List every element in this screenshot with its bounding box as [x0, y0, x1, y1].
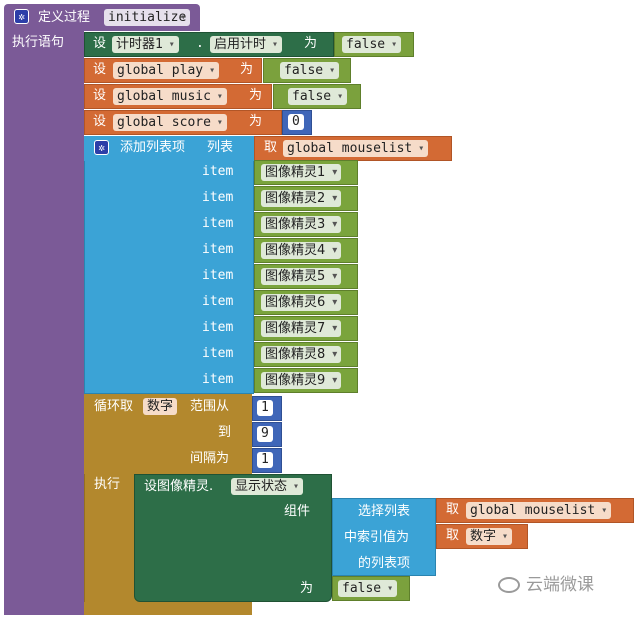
- mutator-gear-icon[interactable]: ✲: [14, 9, 29, 24]
- global-mouselist-dropdown[interactable]: global mouselist: [466, 502, 612, 519]
- loop-label: 循环取: [94, 399, 134, 414]
- item-rows: item 图像精灵1 item 图像精灵2 item 图像精灵3 item 图像精灵4 item…: [84, 160, 364, 394]
- watermark-text: 云端微课: [526, 575, 594, 595]
- global-mouselist-dropdown[interactable]: global mouselist: [283, 140, 429, 157]
- get-word: 取: [446, 528, 460, 543]
- set-sprite-label: 设图像精灵.: [144, 479, 214, 494]
- false-dropdown[interactable]: false: [342, 36, 402, 53]
- procedure-body-spine: [4, 30, 84, 615]
- set-word: 设: [93, 88, 107, 103]
- select-list-item-block[interactable]: [332, 498, 436, 576]
- item-label: item: [202, 164, 234, 179]
- get-word: 取: [264, 140, 278, 155]
- global-var-dropdown[interactable]: global play: [113, 62, 220, 79]
- to-word: 为: [249, 114, 263, 129]
- set-word: 设: [93, 114, 107, 129]
- item-label: item: [202, 216, 234, 231]
- add-items-label: 添加列表项: [120, 140, 186, 155]
- sprite-component-dropdown[interactable]: 图像精灵7: [261, 320, 342, 337]
- sprite-component-dropdown[interactable]: 图像精灵2: [261, 190, 342, 207]
- component-label: 组件: [284, 504, 311, 519]
- item-label: item: [202, 294, 234, 309]
- false-dropdown[interactable]: false: [280, 62, 340, 79]
- sprite-component-dropdown[interactable]: 图像精灵8: [261, 346, 342, 363]
- sprite-property-dropdown[interactable]: 显示状态: [231, 478, 304, 495]
- define-procedure-label: 定义过程: [38, 10, 91, 25]
- mutator-gear-icon[interactable]: ✲: [94, 140, 109, 155]
- number-value[interactable]: 0: [288, 114, 304, 130]
- loop-from-value[interactable]: 1: [257, 400, 273, 416]
- set-sprite-visible-block[interactable]: [134, 474, 332, 602]
- false-dropdown[interactable]: false: [288, 88, 348, 105]
- global-var-dropdown[interactable]: global score: [113, 114, 227, 131]
- step-label: 间隔为: [190, 451, 230, 466]
- item-label: item: [202, 190, 234, 205]
- item-label: item: [202, 372, 234, 387]
- item-label: item: [202, 320, 234, 335]
- get-word: 取: [446, 502, 460, 517]
- sprite-component-dropdown[interactable]: 图像精灵4: [261, 242, 342, 259]
- set-word: 设: [93, 36, 107, 51]
- exec-label: 执行语句: [12, 35, 65, 50]
- index-label: 中索引值为: [344, 530, 410, 545]
- loop-footer: [84, 602, 252, 615]
- loop-step-value[interactable]: 1: [257, 452, 273, 468]
- to-label: 到: [218, 425, 232, 440]
- sprite-component-dropdown[interactable]: 图像精灵9: [261, 372, 342, 389]
- dot-separator: .: [196, 36, 204, 51]
- item-label: item: [202, 268, 234, 283]
- global-var-dropdown[interactable]: global music: [113, 88, 227, 105]
- list-item-label: 的列表项: [358, 556, 411, 571]
- timer-component-dropdown[interactable]: 计时器1: [112, 36, 179, 53]
- list-label: 列表: [207, 140, 234, 155]
- to-word: 为: [249, 88, 263, 103]
- sprite-component-dropdown[interactable]: 图像精灵6: [261, 294, 342, 311]
- add-items-header: [84, 136, 254, 161]
- procedure-name-field[interactable]: initialize: [104, 9, 191, 26]
- set-word: 设: [93, 62, 107, 77]
- watermark: 云端微课: [498, 577, 594, 594]
- timer-property-dropdown[interactable]: 启用计时: [210, 36, 283, 53]
- item-label: item: [202, 242, 234, 257]
- sprite-component-dropdown[interactable]: 图像精灵3: [261, 216, 342, 233]
- sprite-component-dropdown[interactable]: 图像精灵1: [261, 164, 342, 181]
- index-variable-dropdown[interactable]: 数字: [466, 528, 513, 545]
- loop-to-value[interactable]: 9: [257, 426, 273, 442]
- to-word: 为: [240, 62, 254, 77]
- select-list-label: 选择列表: [358, 504, 411, 519]
- to-word: 为: [304, 36, 318, 51]
- false-dropdown[interactable]: false: [338, 580, 398, 597]
- sprite-component-dropdown[interactable]: 图像精灵5: [261, 268, 342, 285]
- do-label: 执行: [94, 477, 121, 492]
- loop-variable-field[interactable]: 数字: [143, 398, 178, 415]
- wechat-logo-icon: [498, 577, 520, 593]
- to-label: 为: [300, 581, 314, 596]
- from-label: 范围从: [190, 399, 230, 414]
- item-label: item: [202, 346, 234, 361]
